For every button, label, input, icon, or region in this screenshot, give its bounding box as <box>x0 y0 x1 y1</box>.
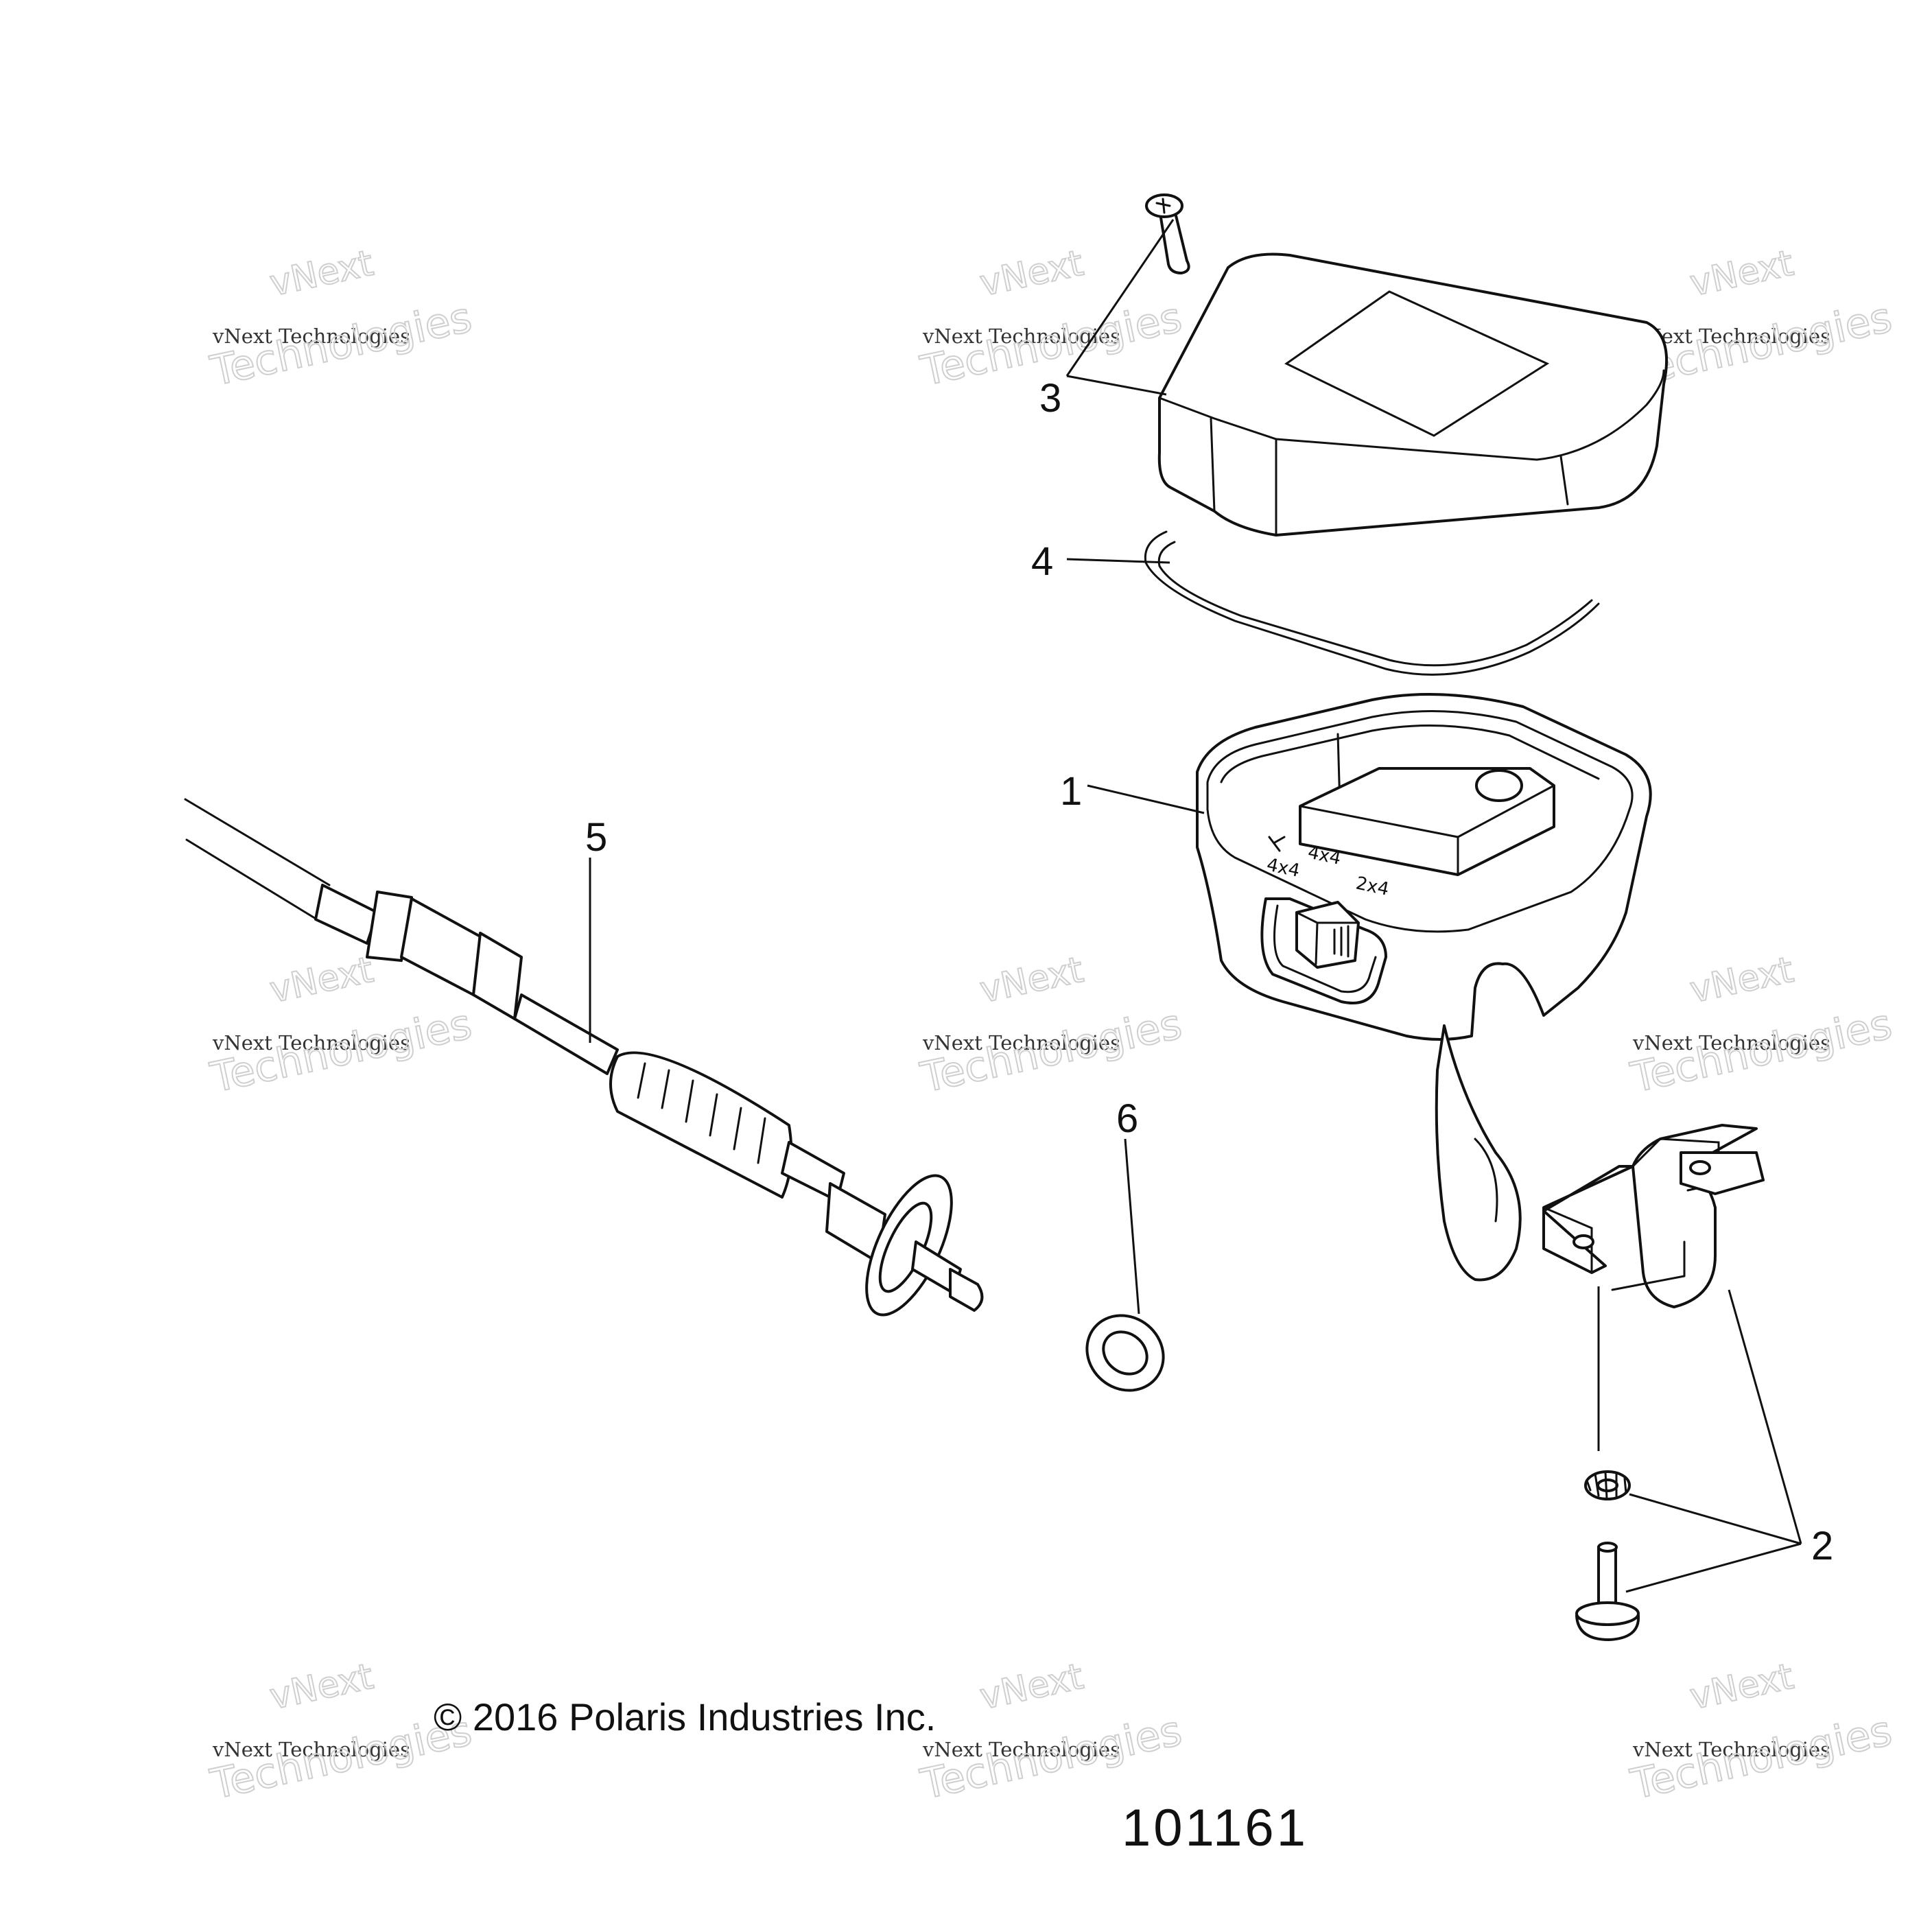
watermark-tile: vNext vNext Technologies Technologies <box>916 242 1187 397</box>
watermark-tile: vNext vNext Technologies Technologies <box>206 242 477 397</box>
watermark-line1: vNext <box>266 243 377 305</box>
watermark-line3: Technologies <box>1627 1000 1896 1103</box>
watermark-tile: vNext vNext Technologies Technologies <box>1626 1656 1897 1810</box>
switch-cover <box>1157 252 1669 537</box>
callout-4: 4 <box>1031 539 1053 584</box>
callout-1: 1 <box>1060 769 1082 814</box>
watermark-line1: vNext <box>1686 243 1797 305</box>
lock-washer <box>1584 1470 1631 1500</box>
leader-lines <box>589 219 1802 1593</box>
watermark-line3: Technologies <box>917 1000 1186 1103</box>
watermark-line2: vNext Technologies <box>212 1738 410 1761</box>
watermark-line1: vNext <box>1686 950 1797 1011</box>
shift-cable <box>184 798 984 1317</box>
watermark-line3: Technologies <box>917 1707 1186 1809</box>
watermark-line3: Technologies <box>207 1000 476 1103</box>
watermark-line2: vNext Technologies <box>922 1031 1120 1055</box>
watermark-line1: vNext <box>266 950 377 1011</box>
switch-housing: 4x4 4x4 2x4 <box>1196 693 1652 1282</box>
watermark-tile: vNext vNext Technologies Technologies <box>916 949 1187 1103</box>
watermark-line3: Technologies <box>207 294 476 396</box>
watermark-line2: vNext Technologies <box>922 1738 1120 1761</box>
o-ring <box>1085 1314 1165 1392</box>
watermark-line3: Technologies <box>1627 294 1896 396</box>
watermark-line2: vNext Technologies <box>1632 1031 1830 1055</box>
cover-screw <box>1145 193 1190 274</box>
gasket-seal <box>1144 530 1600 676</box>
watermark-line1: vNext <box>266 1656 377 1718</box>
callout-3: 3 <box>1039 376 1061 421</box>
watermark-line1: vNext <box>976 950 1087 1011</box>
watermark-tile: vNext vNext Technologies Technologies <box>916 1656 1187 1810</box>
watermark-line3: Technologies <box>1627 1707 1896 1809</box>
watermark-line2: vNext Technologies <box>212 1031 410 1055</box>
callout-5: 5 <box>585 815 607 860</box>
watermark-line1: vNext <box>976 243 1087 305</box>
watermark-tile: vNext vNext Technologies Technologies <box>1626 949 1897 1103</box>
watermark-line1: vNext <box>976 1656 1087 1718</box>
clamp-screw <box>1575 1542 1640 1641</box>
copyright-notice: © 2016 Polaris Industries Inc. <box>434 1695 936 1739</box>
watermark-line1: vNext <box>1686 1656 1797 1718</box>
figure-number: 101161 <box>1122 1799 1308 1857</box>
handlebar-clamp <box>1542 1124 1765 1308</box>
watermark-line2: vNext Technologies <box>1632 1738 1830 1761</box>
watermark-line2: vNext Technologies <box>212 325 410 348</box>
watermark-line2: vNext Technologies <box>922 325 1120 348</box>
callout-2: 2 <box>1811 1524 1833 1568</box>
callout-6: 6 <box>1116 1096 1138 1141</box>
